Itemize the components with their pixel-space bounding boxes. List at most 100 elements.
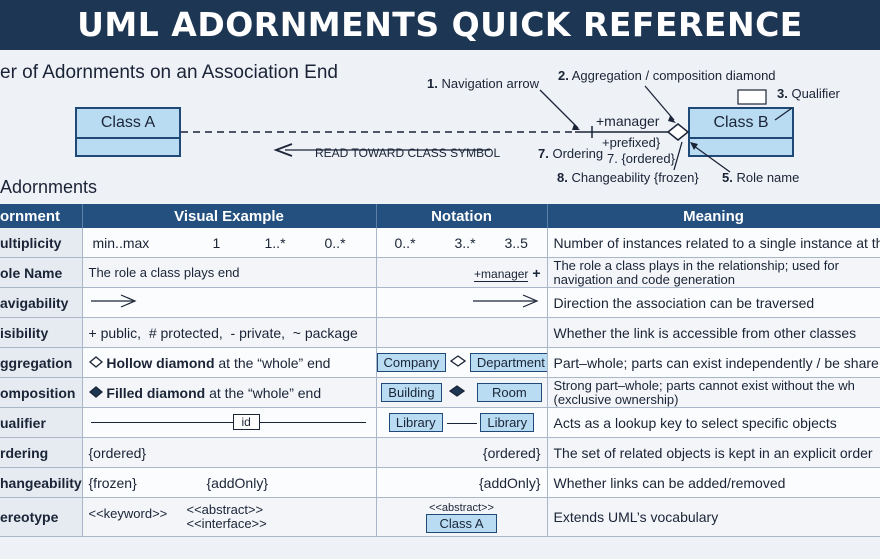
class-a-label: Class A (100, 114, 156, 131)
class-a-stereotype-box: Class A (426, 513, 497, 533)
notation-cell (376, 287, 548, 318)
adornments-table: ornment Visual Example Notation Meaning … (0, 204, 880, 537)
visual-cell: <<keyword>><<abstract>><<interface>> (82, 497, 377, 537)
table-row: isibility + public, # protected, - priva… (0, 317, 880, 348)
table-row: avigability Direction the association ca… (0, 287, 880, 318)
leader-5 (693, 145, 731, 173)
meaning-cell: The role a class plays in the relationsh… (547, 257, 880, 288)
role-name-label: +manager (596, 113, 660, 129)
notation-cell: {addOnly} (376, 467, 548, 498)
visual-cell: Hollow diamond at the “whole” end (82, 347, 377, 378)
ordered-label: 7. {ordered} (607, 151, 675, 166)
visual-cell: id (82, 407, 377, 438)
open-arrow-icon (90, 294, 137, 308)
leader-2 (644, 85, 675, 121)
meaning-cell: Strong part–whole; parts cannot exist wi… (547, 377, 880, 408)
visual-cell: + public, # protected, - private, ~ pack… (82, 317, 377, 348)
filled-diamond-icon (88, 385, 103, 398)
callout-ordering: 7. Ordering (538, 146, 604, 161)
qualifier-key-box: id (232, 414, 260, 430)
department-box: Department (469, 353, 546, 372)
page-title: UML ADORNMENTS QUICK REFERENCE (0, 0, 880, 50)
company-box: Company (376, 353, 447, 372)
notation-cell: Library Library (376, 407, 548, 438)
leader-8 (673, 141, 683, 171)
header-notation: Notation (376, 204, 548, 228)
visual-cell: Filled diamond at the “whole” end (82, 377, 377, 408)
callout-navigation-arrow: 1. Navigation arrow (427, 76, 540, 91)
notation-cell: 0..*3..*3..5 (376, 228, 548, 258)
table-row: rdering {ordered} {ordered} The set of r… (0, 437, 880, 468)
notation-cell (376, 317, 548, 348)
notation-cell: Company Department (376, 347, 548, 378)
meaning-cell: Acts as a lookup key to select specific … (547, 407, 880, 438)
meaning-cell: Whether links can be added/removed (547, 467, 880, 498)
visual-cell (82, 287, 377, 318)
building-box: Building (381, 383, 442, 402)
row-label: ualifier (0, 407, 83, 438)
prefixed-label: +prefixed} (602, 135, 661, 150)
table-row: ualifier id Library Library Acts as a lo… (0, 407, 880, 438)
notation-cell: {ordered} (376, 437, 548, 468)
leader-5-head-icon (690, 142, 698, 150)
notation-cell: +manager + (376, 257, 548, 288)
meaning-cell: The set of related objects is kept in an… (547, 437, 880, 468)
row-label: ereotype (0, 497, 83, 537)
leader-1 (539, 89, 579, 129)
meaning-cell: Whether the link is accessible from othe… (547, 317, 880, 348)
visual-cell: {frozen}{addOnly} (82, 467, 377, 498)
qualifier-line (90, 422, 366, 423)
header-adornment: ornment (0, 204, 83, 228)
callout-role-name: 5. Role name (722, 170, 800, 185)
row-label: rdering (0, 437, 83, 468)
table-row: ole Name The role a class plays end +man… (0, 257, 880, 288)
table-header-row: ornment Visual Example Notation Meaning (0, 204, 880, 228)
hollow-diamond-icon (88, 355, 103, 368)
class-b-label: Class B (713, 114, 769, 131)
class-a-box: Class A (75, 107, 181, 157)
diagram-section-title: er of Adornments on an Association End (0, 62, 338, 83)
visual-cell: {ordered} (82, 437, 377, 468)
read-toward-label: READ TOWARD CLASS SYMBOL (315, 146, 501, 160)
qualifier-box-icon (737, 89, 767, 105)
room-box: Room (477, 383, 542, 402)
leader-2-head-icon (668, 116, 676, 123)
callout-qualifier: 3. Qualifier (777, 86, 840, 101)
row-label: ole Name (0, 257, 83, 288)
filled-diamond-icon (449, 385, 466, 397)
association-diagram (181, 85, 793, 173)
row-label: ultiplicity (0, 228, 83, 258)
leader-3 (774, 107, 793, 121)
header-meaning: Meaning (547, 204, 880, 228)
table-row: omposition Filled diamond at the “whole”… (0, 377, 880, 408)
leader-1-head-icon (572, 124, 580, 130)
notation-cell: Building Room (376, 377, 548, 408)
row-label: avigability (0, 287, 83, 318)
meaning-cell: Extends UML’s vocabulary (547, 497, 880, 537)
meaning-cell: Part–whole; parts can exist independentl… (547, 347, 880, 378)
notation-cell: <<abstract>> Class A (376, 497, 548, 537)
aggregation-diamond-icon (666, 123, 690, 141)
row-label: omposition (0, 377, 83, 408)
open-arrow-icon (472, 294, 539, 308)
visual-cell: The role a class plays end (82, 257, 377, 288)
meaning-cell: Number of instances related to a single … (547, 228, 880, 258)
table-section-title: Adornments (0, 177, 98, 197)
table-row: ereotype <<keyword>><<abstract>><<interf… (0, 497, 880, 537)
row-label: ggregation (0, 347, 83, 378)
header-visual-example: Visual Example (82, 204, 377, 228)
meaning-cell: Direction the association can be travers… (547, 287, 880, 318)
hollow-diamond-icon (449, 355, 467, 367)
callout-changeability: 8. Changeability {frozen} (557, 170, 699, 185)
library-box: Library (388, 413, 443, 432)
table-row: hangeability {frozen}{addOnly} {addOnly}… (0, 467, 880, 498)
row-label: hangeability (0, 467, 83, 498)
row-label: isibility (0, 317, 83, 348)
table-row: ggregation Hollow diamond at the “whole”… (0, 347, 880, 378)
read-arrow-head-icon (273, 143, 293, 157)
callout-aggregation-diamond: 2. Aggregation / composition diamond (558, 68, 776, 83)
class-b-box: Class B (688, 107, 794, 157)
library-box: Library (480, 413, 535, 432)
